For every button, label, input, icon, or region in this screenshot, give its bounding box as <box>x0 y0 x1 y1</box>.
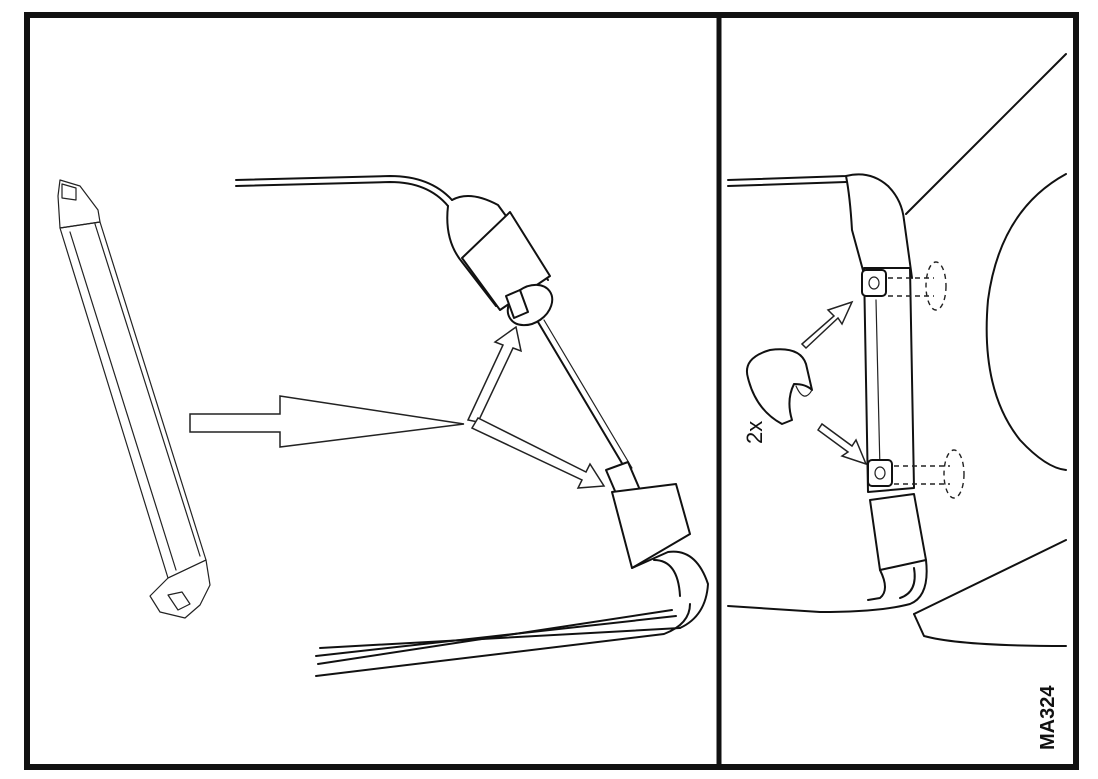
pointer-arrow-lower-right <box>816 422 868 466</box>
cover-part <box>57 179 211 619</box>
frame-lower <box>315 461 709 677</box>
backrest-outline <box>985 173 1067 471</box>
left-panel <box>57 175 709 677</box>
right-panel: 2x MA324 <box>727 53 1067 750</box>
dashed-pin-lower <box>894 449 965 499</box>
clip-part <box>746 348 813 425</box>
quantity-label: 2x <box>742 421 767 444</box>
pointer-arrow-upper-right <box>800 300 854 350</box>
cable <box>537 321 627 471</box>
insert-direction-arrow <box>189 395 465 448</box>
pointer-arrow-upper <box>466 325 523 423</box>
reference-code: MA324 <box>1037 685 1059 750</box>
dashed-pin-upper <box>888 261 947 311</box>
vertical-tube <box>863 267 915 493</box>
frame-upper <box>235 175 554 327</box>
outer-frame <box>24 12 1079 770</box>
upper-clip <box>861 269 887 297</box>
lower-clip <box>867 459 893 487</box>
pointer-arrow-lower <box>470 417 606 489</box>
